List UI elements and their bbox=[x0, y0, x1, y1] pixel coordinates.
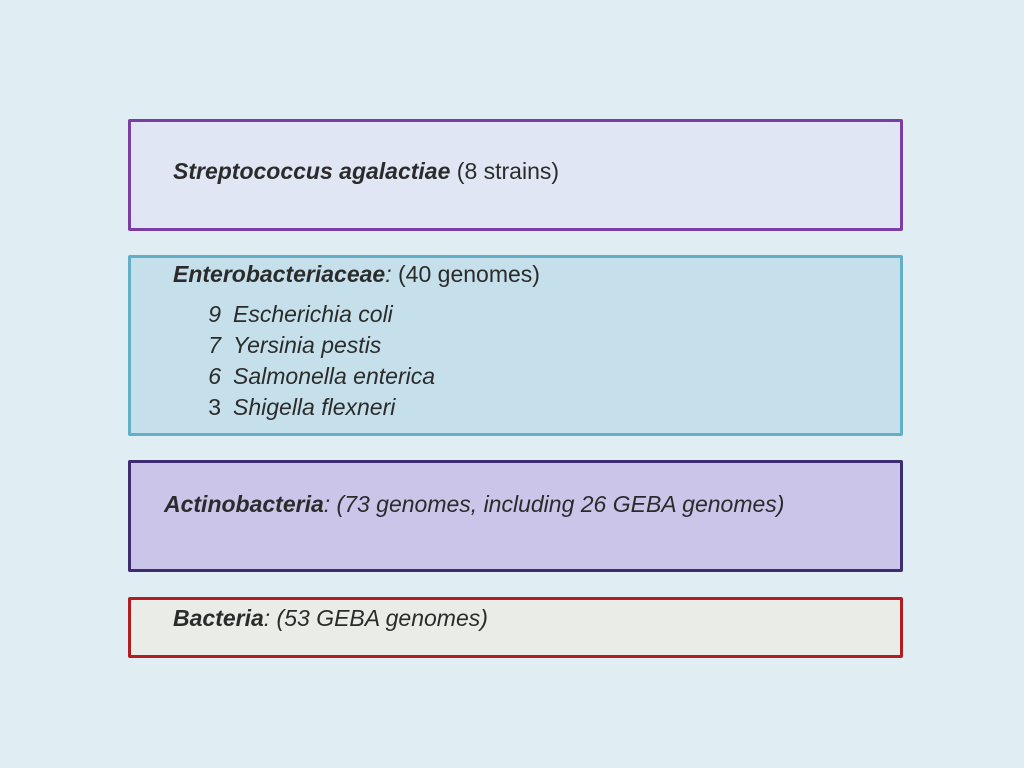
bacteria-detail: : (53 GEBA genomes) bbox=[263, 605, 488, 631]
bacteria-line: Bacteria: (53 GEBA genomes) bbox=[173, 605, 488, 632]
actinobacteria-title: Actinobacteria bbox=[164, 491, 324, 517]
organism-count: 9 bbox=[208, 301, 221, 327]
streptococcus-box: Streptococcus agalactiae (8 strains) bbox=[128, 119, 903, 231]
actinobacteria-line: Actinobacteria: (73 genomes, including 2… bbox=[164, 491, 784, 518]
actinobacteria-box: Actinobacteria: (73 genomes, including 2… bbox=[128, 460, 903, 572]
organism-count: 3 bbox=[208, 394, 221, 420]
streptococcus-title: Streptococcus agalactiae bbox=[173, 158, 451, 184]
organism-row: 6 Salmonella enterica bbox=[193, 363, 435, 390]
organism-name: Shigella flexneri bbox=[233, 394, 396, 420]
enterobacteriaceae-line: Enterobacteriaceae: (40 genomes) bbox=[173, 261, 540, 288]
organism-name: Escherichia coli bbox=[233, 301, 393, 327]
organism-name: Salmonella enterica bbox=[233, 363, 436, 389]
enterobacteriaceae-detail: (40 genomes) bbox=[391, 261, 540, 287]
streptococcus-line: Streptococcus agalactiae (8 strains) bbox=[173, 158, 559, 185]
organism-name: Yersinia pestis bbox=[233, 332, 382, 358]
organism-row: 9 Escherichia coli bbox=[193, 301, 393, 328]
organism-row: 7 Yersinia pestis bbox=[193, 332, 381, 359]
organism-row: 3 Shigella flexneri bbox=[193, 394, 395, 421]
streptococcus-detail: (8 strains) bbox=[450, 158, 560, 184]
enterobacteriaceae-box: Enterobacteriaceae: (40 genomes) 9 Escher… bbox=[128, 255, 903, 436]
bacteria-title: Bacteria bbox=[173, 605, 264, 631]
bacteria-box: Bacteria: (53 GEBA genomes) bbox=[128, 597, 903, 658]
organism-count: 7 bbox=[208, 332, 221, 358]
organism-count: 6 bbox=[208, 363, 221, 389]
enterobacteriaceae-colon: : bbox=[385, 261, 392, 287]
actinobacteria-detail: : (73 genomes, including 26 GEBA genomes… bbox=[323, 491, 785, 517]
enterobacteriaceae-title: Enterobacteriaceae bbox=[173, 261, 386, 287]
